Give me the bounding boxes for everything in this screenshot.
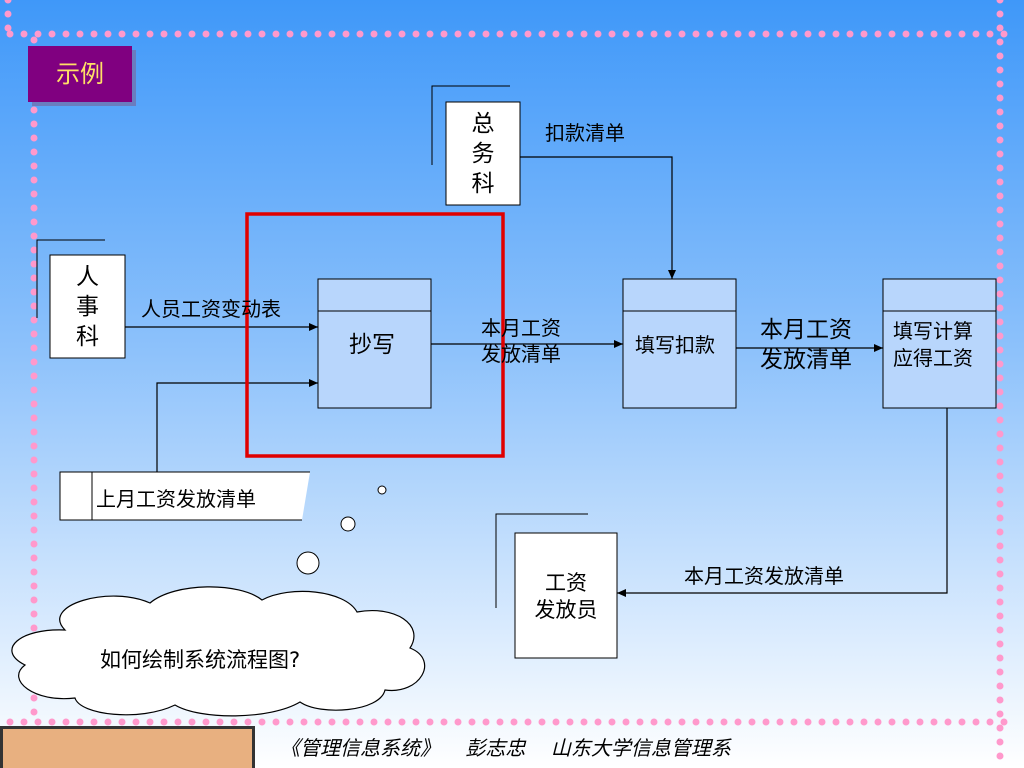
cloud-text: 如何绘制系统流程图? — [100, 648, 301, 672]
title-tag: 示例 — [28, 46, 132, 102]
process-tianxie-koukuan — [622, 278, 737, 409]
flow-lines — [125, 156, 948, 597]
thought-cloud — [11, 586, 426, 717]
flow-benyue-3-label: 本月工资发放清单 — [684, 564, 844, 588]
process-tianxie-jisuan-label: 填写计算应得工资 — [893, 319, 973, 370]
process-tianxie-jisuan — [882, 278, 997, 409]
footer-decor — [0, 726, 255, 768]
thought-bubbles — [296, 485, 387, 575]
highlight-box — [245, 212, 505, 458]
datastore-shangyue — [59, 471, 310, 521]
entity-zongwu — [431, 85, 521, 206]
entity-renshi-label: 人事科 — [76, 264, 99, 350]
flow-koukuan-label: 扣款清单 — [545, 121, 625, 145]
process-tianxie-koukuan-label: 填写扣款 — [635, 333, 715, 357]
entity-gongzi-ffy-label: 工资发放员 — [534, 571, 598, 622]
flow-benyue-3 — [617, 408, 948, 597]
footer: 《管理信息系统》 彭志忠 山东大学信息管理系 — [0, 726, 1024, 768]
flow-shangyue — [156, 379, 318, 472]
footer-text: 《管理信息系统》 彭志忠 山东大学信息管理系 — [280, 736, 731, 760]
flow-koukuan — [520, 156, 676, 279]
flow-renyuan-label: 人员工资变动表 — [141, 297, 281, 321]
flow-benyue-1-label: 本月工资发放清单 — [481, 316, 561, 366]
dotted-border — [4, 0, 1018, 764]
flow-benyue-2-label: 本月工资发放清单 — [760, 317, 852, 373]
process-chaoxie-label: 抄写 — [349, 332, 395, 358]
entity-renshi — [36, 239, 126, 359]
datastore-shangyue-label: 上月工资发放清单 — [96, 487, 256, 511]
entity-zongwu-label: 总务科 — [471, 111, 495, 197]
